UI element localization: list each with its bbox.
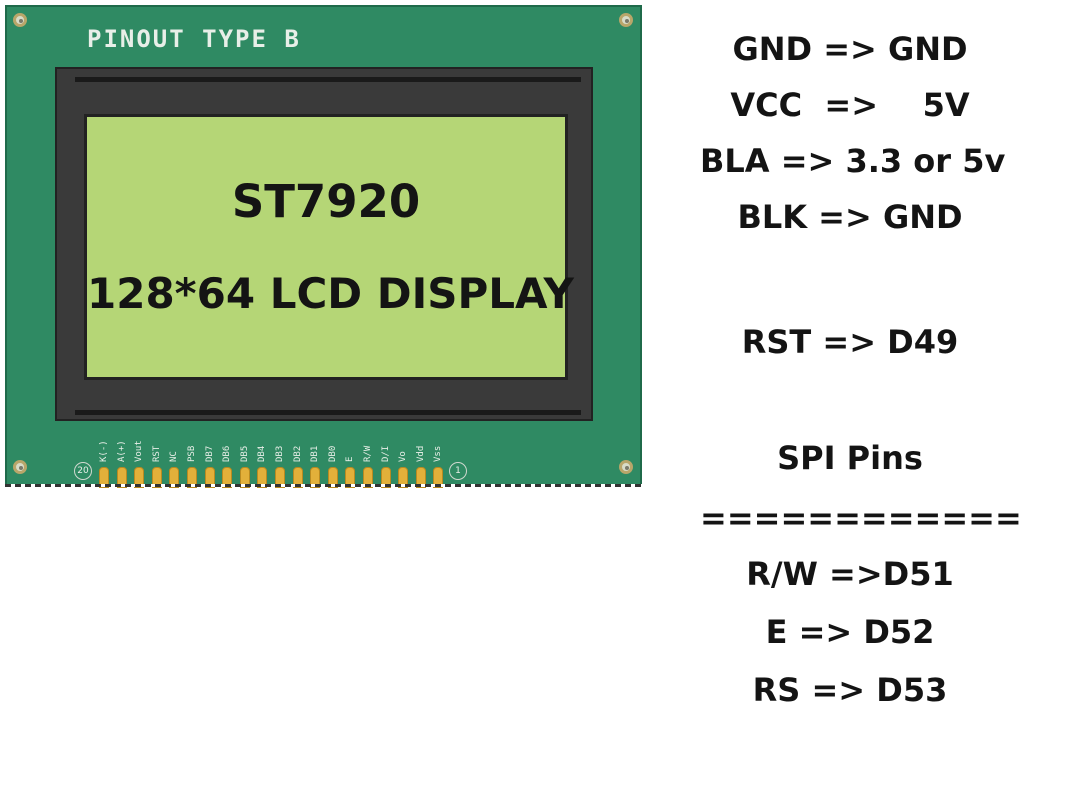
pin-label: R/W [363,445,373,462]
pin-label: DB7 [204,445,215,462]
pin-label: NC [169,451,180,462]
pin-label: Vdd [415,445,426,462]
screen-title: ST7920 [231,175,421,228]
pin-label: DB6 [222,445,233,462]
pin-label: Vss [433,445,444,462]
header-pin [257,467,268,488]
header-pin [116,467,127,488]
screen-subtitle: 128*64 LCD DISPLAY [87,269,574,318]
pin-label: DB5 [239,445,250,462]
board-bottom-edge [5,484,642,487]
header-pin [327,467,338,488]
mounting-hole-top-right [619,13,633,27]
header-pin [187,467,197,488]
header-pin [310,467,321,488]
pin-label: D/I [380,445,391,462]
lcd-bezel: ST7920 128*64 LCD DISPLAY [55,67,593,421]
header-pin [151,467,162,488]
pin-label: Vout [134,440,145,462]
header-pin [363,467,373,488]
header-pin [169,467,180,488]
pin-label: Vo [398,451,409,462]
pin-label: DB2 [292,445,303,462]
note-separator: ============ [700,499,1022,537]
header-pin [415,467,426,488]
header-pin [398,467,409,488]
note-rst: RST => D49 [741,323,959,361]
header-pin [380,467,391,488]
header-pin [204,467,215,488]
pin-label: DB4 [257,445,268,462]
header-pin [275,467,285,488]
pin-label: K(-) [99,440,109,462]
note-gnd: GND => GND [732,30,968,68]
pin-label: E [345,456,356,462]
header-pin [222,467,233,488]
header-pin [239,467,250,488]
board-label: PINOUT TYPE B [87,25,301,53]
mounting-hole-top-left [13,13,27,27]
pin-label: A(+) [116,440,127,462]
note-rs: RS => D53 [752,671,948,709]
note-rw: R/W =>D51 [746,555,954,593]
pin-label: PSB [187,445,197,462]
pin-label: RST [151,445,162,462]
note-bla: BLA => 3.3 or 5v [700,142,1006,180]
pin-label: DB3 [275,445,285,462]
note-spi-heading: SPI Pins [777,439,923,477]
note-e: E => D52 [765,613,935,651]
header-pin [292,467,303,488]
header-pin [433,467,444,488]
pin-label: DB0 [327,445,338,462]
bezel-bottom-line [75,410,581,415]
header-pin [134,467,145,488]
mounting-hole-bottom-left [13,460,27,474]
bezel-top-line [75,77,581,82]
lcd-module-board: PINOUT TYPE B ST7920 128*64 LCD DISPLAY … [5,5,642,488]
lcd-screen: ST7920 128*64 LCD DISPLAY [84,114,574,380]
header-pin [99,467,109,488]
mounting-hole-bottom-right [619,460,633,474]
pin-number-end: 1 [449,462,467,480]
note-blk: BLK => GND [737,198,963,236]
pin-label: DB1 [310,445,321,462]
header-pin [345,467,356,488]
note-vcc: VCC => 5V [730,86,970,124]
pin-number-start: 20 [74,462,92,480]
